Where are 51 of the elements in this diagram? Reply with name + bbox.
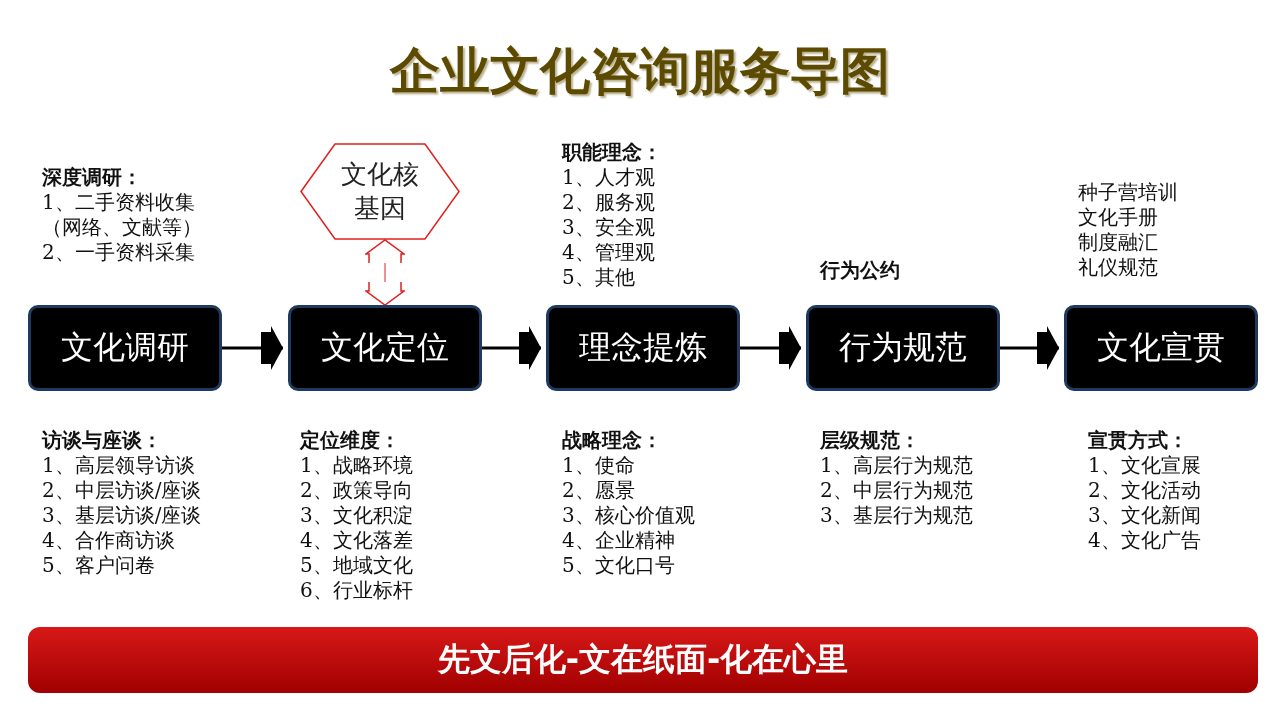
list-item: 3、文化新闻 [1088,503,1201,528]
list-item: 3、基层行为规范 [820,503,973,528]
list-item: （网络、文献等） [42,215,202,240]
stage-box: 文化调研 [28,305,222,391]
list-item: 2、服务观 [562,190,655,215]
list-heading: 行为公约 [820,258,900,283]
list-item: 2、一手资料采集 [42,240,195,265]
list-item: 5、地域文化 [300,553,413,578]
list-item: 2、政策导向 [300,478,413,503]
list-item: 3、核心价值观 [562,503,695,528]
slogan-banner: 先文后化-文在纸面-化在心里 [28,627,1258,693]
hexagon-box: 文化核基因 [300,143,460,240]
list-item: 2、中层访谈/座谈 [42,478,202,503]
list-heading: 职能理念： [562,140,662,165]
list-item: 1、文化宣展 [1088,453,1201,478]
list-item: 礼仪规范 [1078,255,1158,280]
list-item: 文化手册 [1078,205,1158,230]
list-heading: 访谈与座谈： [42,428,162,453]
list-item: 1、高层行为规范 [820,453,973,478]
list-heading: 深度调研： [42,165,142,190]
list-item: 种子营培训 [1078,180,1178,205]
stage-box: 理念提炼 [546,305,740,391]
list-item: 5、其他 [562,265,635,290]
list-item: 2、愿景 [562,478,635,503]
stage-box: 文化宣贯 [1064,305,1258,391]
list-item: 2、文化活动 [1088,478,1201,503]
list-item: 3、基层访谈/座谈 [42,503,202,528]
list-heading: 宣贯方式： [1088,428,1188,453]
list-item: 1、人才观 [562,165,655,190]
list-item: 制度融汇 [1078,230,1158,255]
list-item: 4、文化广告 [1088,528,1201,553]
list-item: 6、行业标杆 [300,578,413,603]
stage-box: 文化定位 [288,305,482,391]
list-item: 4、文化落差 [300,528,413,553]
list-item: 4、合作商访谈 [42,528,175,553]
list-item: 3、文化积淀 [300,503,413,528]
list-item: 1、使命 [562,453,635,478]
list-item: 2、中层行为规范 [820,478,973,503]
list-item: 3、安全观 [562,215,655,240]
list-item: 4、企业精神 [562,528,675,553]
title: 企业文化咨询服务导图 [388,40,891,102]
list-item: 1、战略环境 [300,453,413,478]
list-item: 4、管理观 [562,240,655,265]
list-item: 5、文化口号 [562,553,675,578]
list-heading: 战略理念： [562,428,662,453]
list-heading: 层级规范： [820,428,920,453]
list-item: 1、高层领导访谈 [42,453,195,478]
list-item: 5、客户问卷 [42,553,155,578]
stage-box: 行为规范 [806,305,1000,391]
list-heading: 定位维度： [300,428,400,453]
list-item: 1、二手资料收集 [42,190,195,215]
